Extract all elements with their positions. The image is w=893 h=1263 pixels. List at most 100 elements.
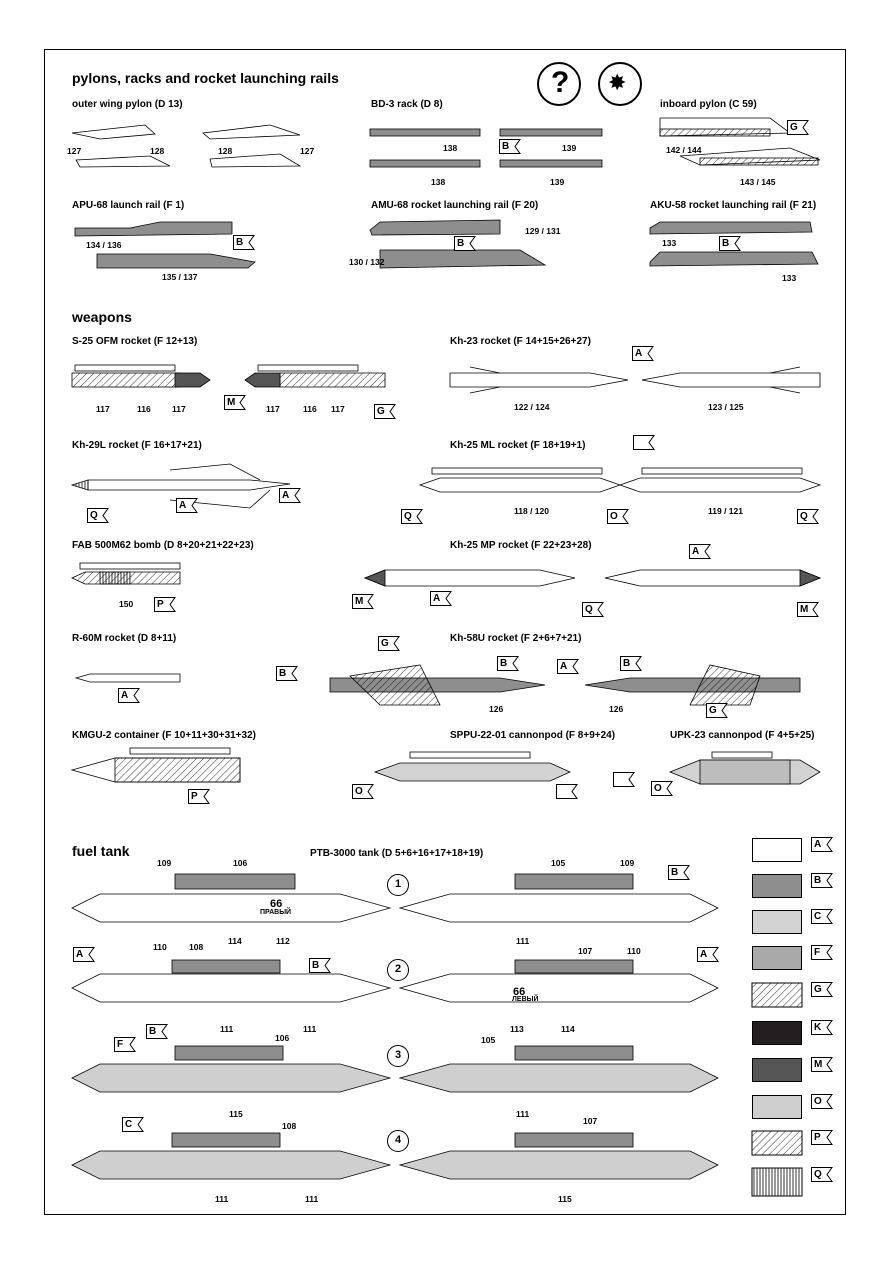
color-flag: O — [352, 784, 374, 799]
color-flag: B — [499, 139, 521, 154]
part-number: 117 — [172, 404, 186, 414]
color-flag: A — [689, 544, 711, 559]
color-flag: Q — [401, 509, 423, 524]
legend-swatch-f — [752, 946, 802, 970]
part-number: 139 — [550, 177, 565, 187]
part-number: 111 — [220, 1024, 234, 1034]
title-amu68: AMU-68 rocket launching rail (F 20) — [371, 200, 539, 211]
color-flag: B — [497, 656, 519, 671]
part-number: 112 — [276, 936, 290, 946]
section-weapons: weapons — [72, 309, 132, 325]
question-badge-icon: ? — [537, 62, 581, 106]
color-flag: P — [188, 789, 210, 804]
color-flag: G — [706, 703, 728, 718]
part-number: 128 — [218, 146, 233, 156]
color-flag: B — [276, 666, 298, 681]
color-flag — [633, 435, 655, 450]
color-flag: Q — [582, 602, 604, 617]
part-number: 127 — [300, 146, 315, 156]
color-flag: B — [620, 656, 642, 671]
color-flag: Q — [87, 508, 109, 523]
title-ptb: PTB-3000 tank (D 5+6+16+17+18+19) — [310, 848, 484, 859]
part-number: 110 — [627, 946, 641, 956]
color-flag: A — [118, 688, 140, 703]
part-number: 142 / 144 — [666, 145, 702, 155]
variant-circle: 1 — [387, 874, 409, 896]
color-flag: B — [146, 1024, 168, 1039]
title-aku58: AKU-58 rocket launching rail (F 21) — [650, 200, 817, 211]
color-flag: G — [374, 404, 396, 419]
legend-flag: A — [811, 837, 833, 852]
explosion-badge-icon: ✸ — [598, 62, 642, 106]
legend-flag: O — [811, 1094, 833, 1109]
color-flag: B — [454, 236, 476, 251]
part-number: 138 — [431, 177, 446, 187]
part-number: 118 / 120 — [514, 506, 549, 516]
legend-flag: G — [811, 982, 833, 997]
color-flag: A — [73, 947, 95, 962]
title-apu68: APU-68 launch rail (F 1) — [72, 200, 185, 211]
part-number: 111 — [303, 1024, 317, 1034]
part-number: 107 — [578, 946, 593, 956]
part-number: 135 / 137 — [162, 272, 198, 282]
title-kh23: Kh-23 rocket (F 14+15+26+27) — [450, 336, 591, 347]
part-number: 113 — [510, 1024, 524, 1034]
part-number: 111 — [305, 1194, 319, 1204]
part-number: 139 — [562, 143, 577, 153]
color-flag: A — [430, 591, 452, 606]
part-number: 114 — [228, 936, 242, 946]
part-number: 109 — [620, 858, 635, 868]
part-number: 138 — [443, 143, 458, 153]
title-sppu: SPPU-22-01 cannonpod (F 8+9+24) — [450, 730, 616, 741]
part-number: 134 / 136 — [86, 240, 122, 250]
title-outer-pylon: outer wing pylon (D 13) — [72, 99, 183, 110]
color-flag: G — [787, 120, 809, 135]
color-flag: B — [668, 865, 690, 880]
variant-circle: 2 — [387, 959, 409, 981]
part-number: 106 — [233, 858, 248, 868]
legend-swatch-k — [752, 1021, 802, 1045]
color-flag: B — [233, 235, 255, 250]
part-number: 111 — [516, 1109, 530, 1119]
part-number: 114 — [561, 1024, 575, 1034]
title-fab: FAB 500M62 bomb (D 8+20+21+22+23) — [72, 540, 254, 551]
color-flag: B — [309, 958, 331, 973]
legend-swatch-m — [752, 1058, 802, 1082]
color-flag: A — [557, 659, 579, 674]
title-kh25ml: Kh-25 ML rocket (F 18+19+1) — [450, 440, 586, 451]
part-number: 106 — [275, 1033, 290, 1043]
part-number: 128 — [150, 146, 165, 156]
part-number: 116 — [137, 404, 151, 414]
part-number: 110 — [153, 942, 167, 952]
part-number: 107 — [583, 1116, 598, 1126]
color-flag: O — [607, 509, 629, 524]
title-r60: R-60M rocket (D 8+11) — [72, 633, 177, 644]
part-number: 66 — [513, 986, 526, 998]
part-number: 123 / 125 — [708, 402, 744, 412]
part-number: 127 — [67, 146, 82, 156]
part-number: 119 / 121 — [708, 506, 743, 516]
legend-swatch-o — [752, 1095, 802, 1119]
part-number: 129 / 131 — [525, 226, 561, 236]
page-frame — [44, 49, 846, 1215]
color-flag — [556, 784, 578, 799]
part-number: 130 / 132 — [349, 257, 385, 267]
part-number: 133 — [662, 238, 677, 248]
color-flag: M — [224, 395, 246, 410]
legend-flag: B — [811, 873, 833, 888]
part-number: 133 — [782, 273, 797, 283]
part-number: 122 / 124 — [514, 402, 550, 412]
color-flag: M — [797, 602, 819, 617]
part-number: 116 — [303, 404, 317, 414]
legend-flag: M — [811, 1057, 833, 1072]
legend-flag: C — [811, 909, 833, 924]
color-flag: G — [378, 636, 400, 651]
part-number: 143 / 145 — [740, 177, 776, 187]
title-kh29: Kh-29L rocket (F 16+17+21) — [72, 440, 202, 451]
legend-flag: F — [811, 945, 833, 960]
title-upk: UPK-23 cannonpod (F 4+5+25) — [670, 730, 815, 741]
color-flag: A — [176, 498, 198, 513]
part-number: 105 — [481, 1035, 496, 1045]
legend-flag: Q — [811, 1167, 833, 1182]
